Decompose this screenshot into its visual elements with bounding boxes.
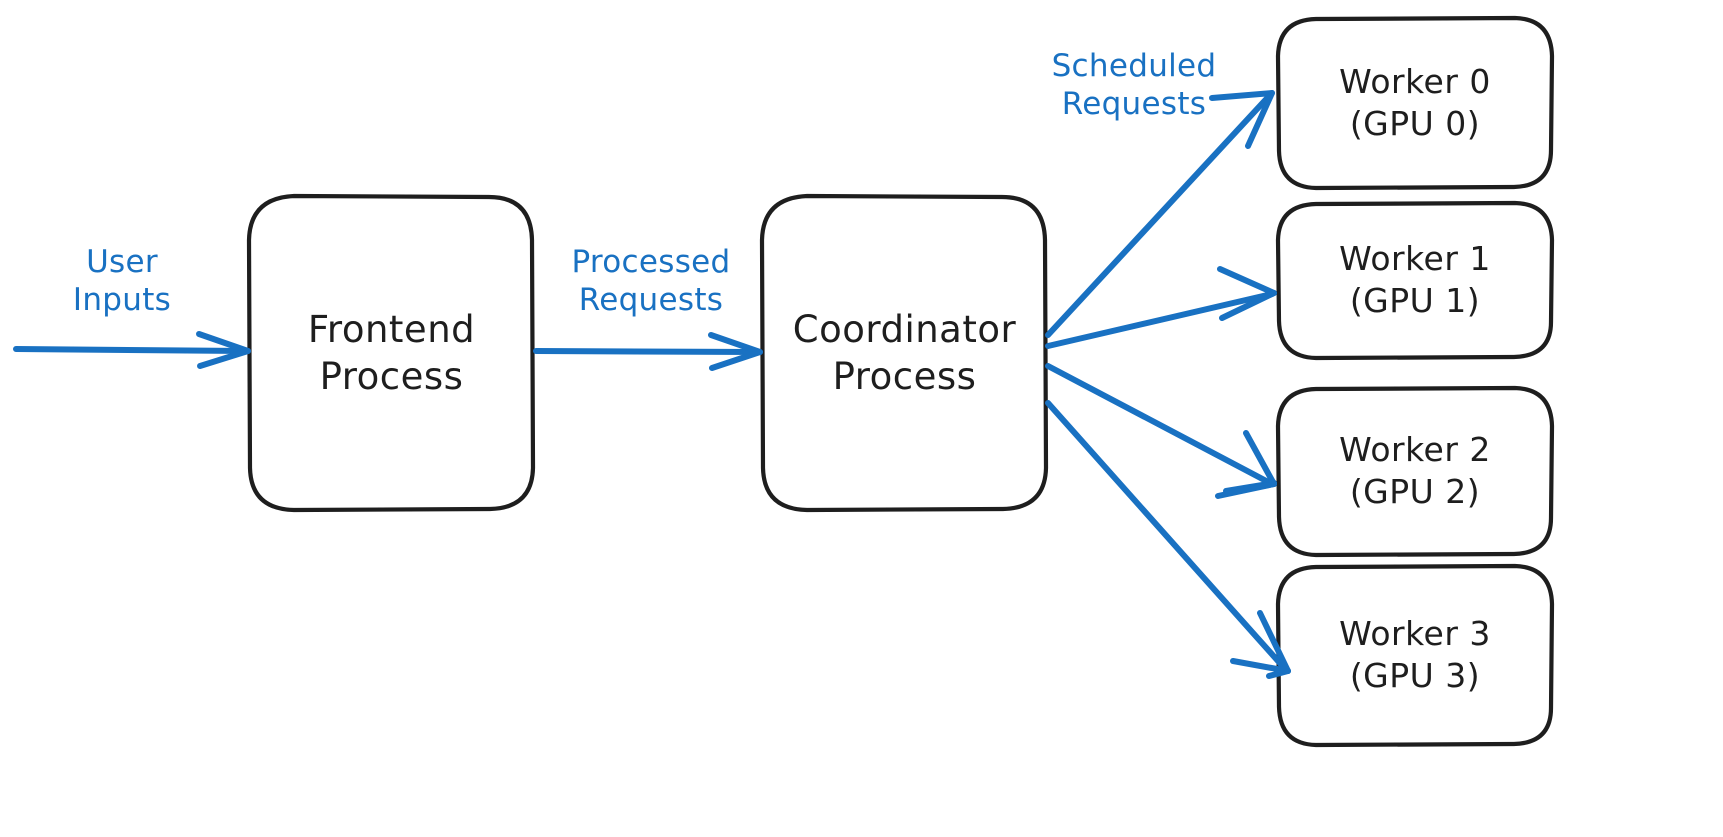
edge-user-to-frontend (13, 331, 251, 369)
edge-label-scheduled-requests: Scheduled Requests (1036, 48, 1232, 124)
arrowhead-icon (709, 349, 763, 371)
edge-label-user-inputs-line1: User (86, 244, 158, 280)
arrowhead-icon (1257, 610, 1291, 674)
worker-1-box-outline (1275, 200, 1555, 361)
node-worker-3[interactable]: Worker 3 (GPU 3) (1278, 566, 1552, 744)
frontend-box-outline (246, 193, 536, 513)
node-worker-0-label-line2: (GPU 0) (1349, 104, 1481, 143)
edge-coordinator-to-worker3 (1045, 400, 1291, 679)
coordinator-box-outline (759, 193, 1049, 513)
worker-2-box-outline (1275, 385, 1555, 558)
edge-label-scheduled-requests-line1: Scheduled (1051, 48, 1217, 84)
node-worker-3-label-line2: (GPU 3) (1349, 656, 1481, 695)
edge-label-user-inputs-line2: Inputs (72, 281, 172, 318)
edge-label-processed-requests-line1: Processed (571, 244, 731, 280)
edge-coordinator-to-worker1 (1045, 266, 1277, 349)
edge-label-processed-requests-line2: Requests (578, 281, 724, 318)
arrowhead-icon (1245, 90, 1275, 149)
edge-frontend-to-coordinator (533, 332, 763, 371)
edge-coordinator-to-worker2-barbs (1215, 430, 1277, 499)
edge-label-user-inputs: User Inputs (42, 244, 202, 320)
node-coordinator-label-line2: Process (832, 355, 977, 398)
node-worker-2-label-line1: Worker 2 (1339, 429, 1491, 469)
edge-label-processed-requests: Processed Requests (551, 244, 751, 320)
edge-label-scheduled-requests-line2: Requests (1061, 85, 1207, 122)
node-frontend-process[interactable]: Frontend Process (249, 195, 534, 511)
node-frontend-label-line2: Process (319, 355, 464, 398)
node-coordinator-process[interactable]: Coordinator Process (762, 195, 1047, 511)
worker-3-box-outline (1275, 563, 1555, 748)
arrowhead-icon (1219, 290, 1277, 321)
node-worker-0-label-line1: Worker 0 (1339, 61, 1491, 101)
node-coordinator-label-line1: Coordinator (792, 307, 1017, 351)
node-worker-2-label-line2: (GPU 2) (1349, 472, 1481, 511)
node-worker-1[interactable]: Worker 1 (GPU 1) (1278, 203, 1552, 357)
node-worker-0[interactable]: Worker 0 (GPU 0) (1278, 18, 1552, 188)
edge-coordinator-to-worker0 (1045, 90, 1275, 338)
node-worker-1-label-line1: Worker 1 (1339, 238, 1491, 278)
arrowhead-icon (196, 331, 251, 354)
node-worker-1-label-line2: (GPU 1) (1349, 281, 1481, 320)
node-worker-3-label-line1: Worker 3 (1339, 613, 1491, 653)
arrowhead-icon (1230, 658, 1291, 674)
arrowhead-icon (708, 332, 763, 355)
node-worker-2[interactable]: Worker 2 (GPU 2) (1278, 388, 1552, 554)
arrowhead-icon (1209, 90, 1275, 101)
arrowhead-icon (1217, 266, 1277, 296)
arrowhead-icon (197, 348, 251, 369)
worker-0-box-outline (1275, 15, 1555, 191)
node-frontend-label-line1: Frontend (307, 307, 476, 351)
